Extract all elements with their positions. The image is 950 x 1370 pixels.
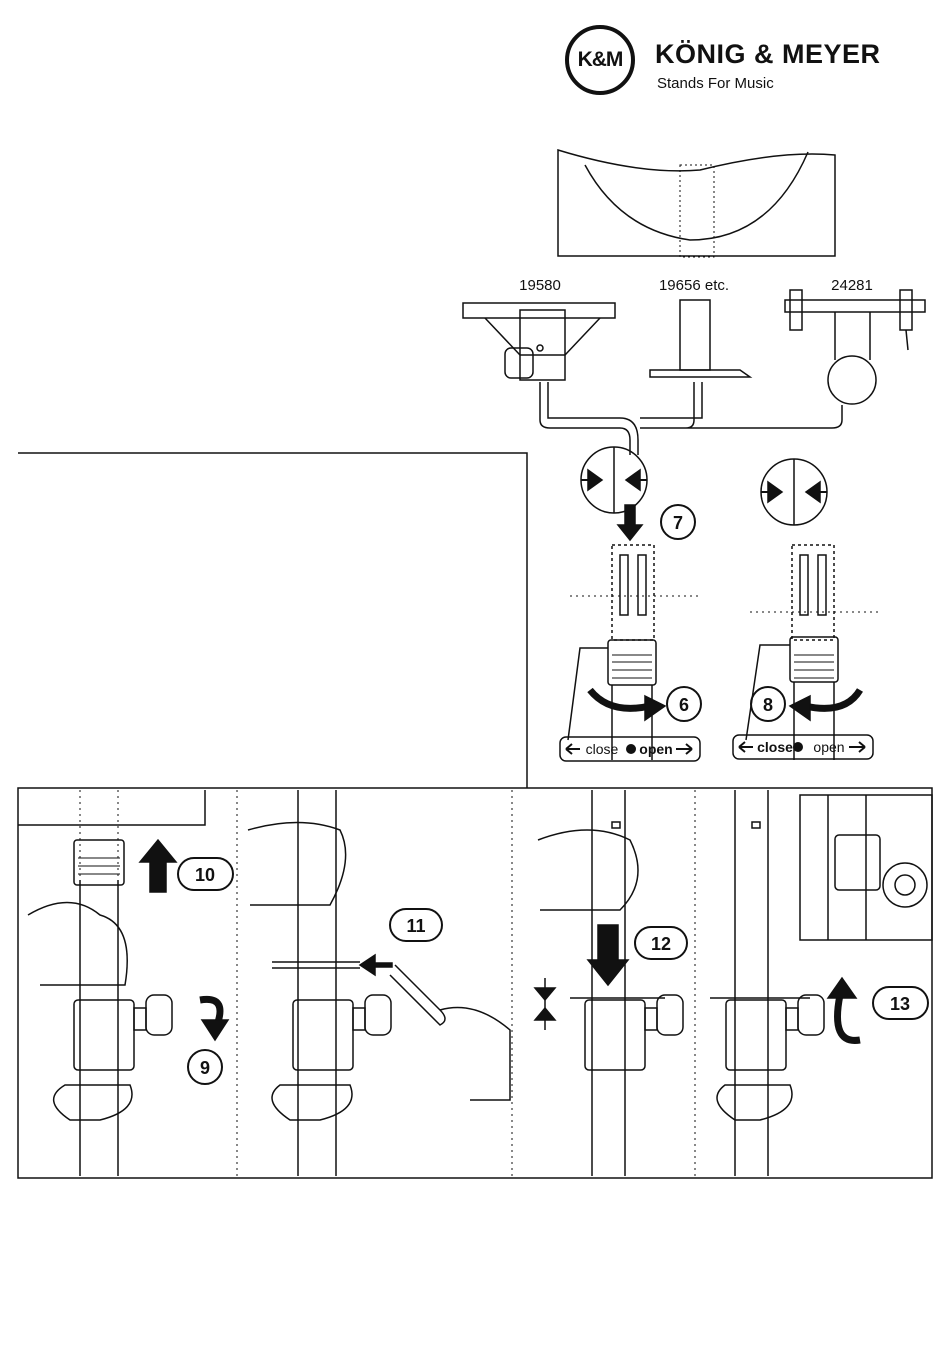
speaker-cabinet bbox=[558, 150, 835, 257]
panel-12 bbox=[535, 790, 683, 1176]
adapter-label-19580: 19580 bbox=[519, 277, 561, 294]
close-label-left: close bbox=[586, 741, 619, 757]
step-6: 6 bbox=[679, 695, 689, 715]
close-label-right: close bbox=[757, 739, 793, 755]
panel-11 bbox=[248, 790, 510, 1176]
adapter-19580 bbox=[463, 303, 615, 380]
step-7: 7 bbox=[673, 513, 683, 533]
adapter-24281 bbox=[785, 290, 925, 404]
adapter-label-24281: 24281 bbox=[831, 277, 873, 294]
panel-9-10 bbox=[28, 790, 228, 1176]
adapter-label-19656: 19656 etc. bbox=[659, 277, 729, 294]
step-13: 13 bbox=[890, 994, 910, 1014]
step-9: 9 bbox=[200, 1058, 210, 1078]
step-8: 8 bbox=[763, 695, 773, 715]
panel-13 bbox=[710, 790, 932, 1176]
adapter-19656 bbox=[650, 300, 750, 377]
panel-dividers bbox=[237, 790, 695, 1176]
step-12: 12 bbox=[651, 934, 671, 954]
connector-lines bbox=[540, 382, 842, 455]
open-label-left: open bbox=[639, 741, 672, 757]
close-open-indicator-right bbox=[733, 735, 873, 759]
open-label-right: open bbox=[813, 739, 844, 755]
step-11: 11 bbox=[406, 916, 425, 936]
step-10: 10 bbox=[195, 865, 215, 885]
close-open-indicator-left bbox=[560, 737, 700, 761]
text-frame bbox=[18, 453, 527, 788]
inset-frame bbox=[18, 790, 205, 825]
